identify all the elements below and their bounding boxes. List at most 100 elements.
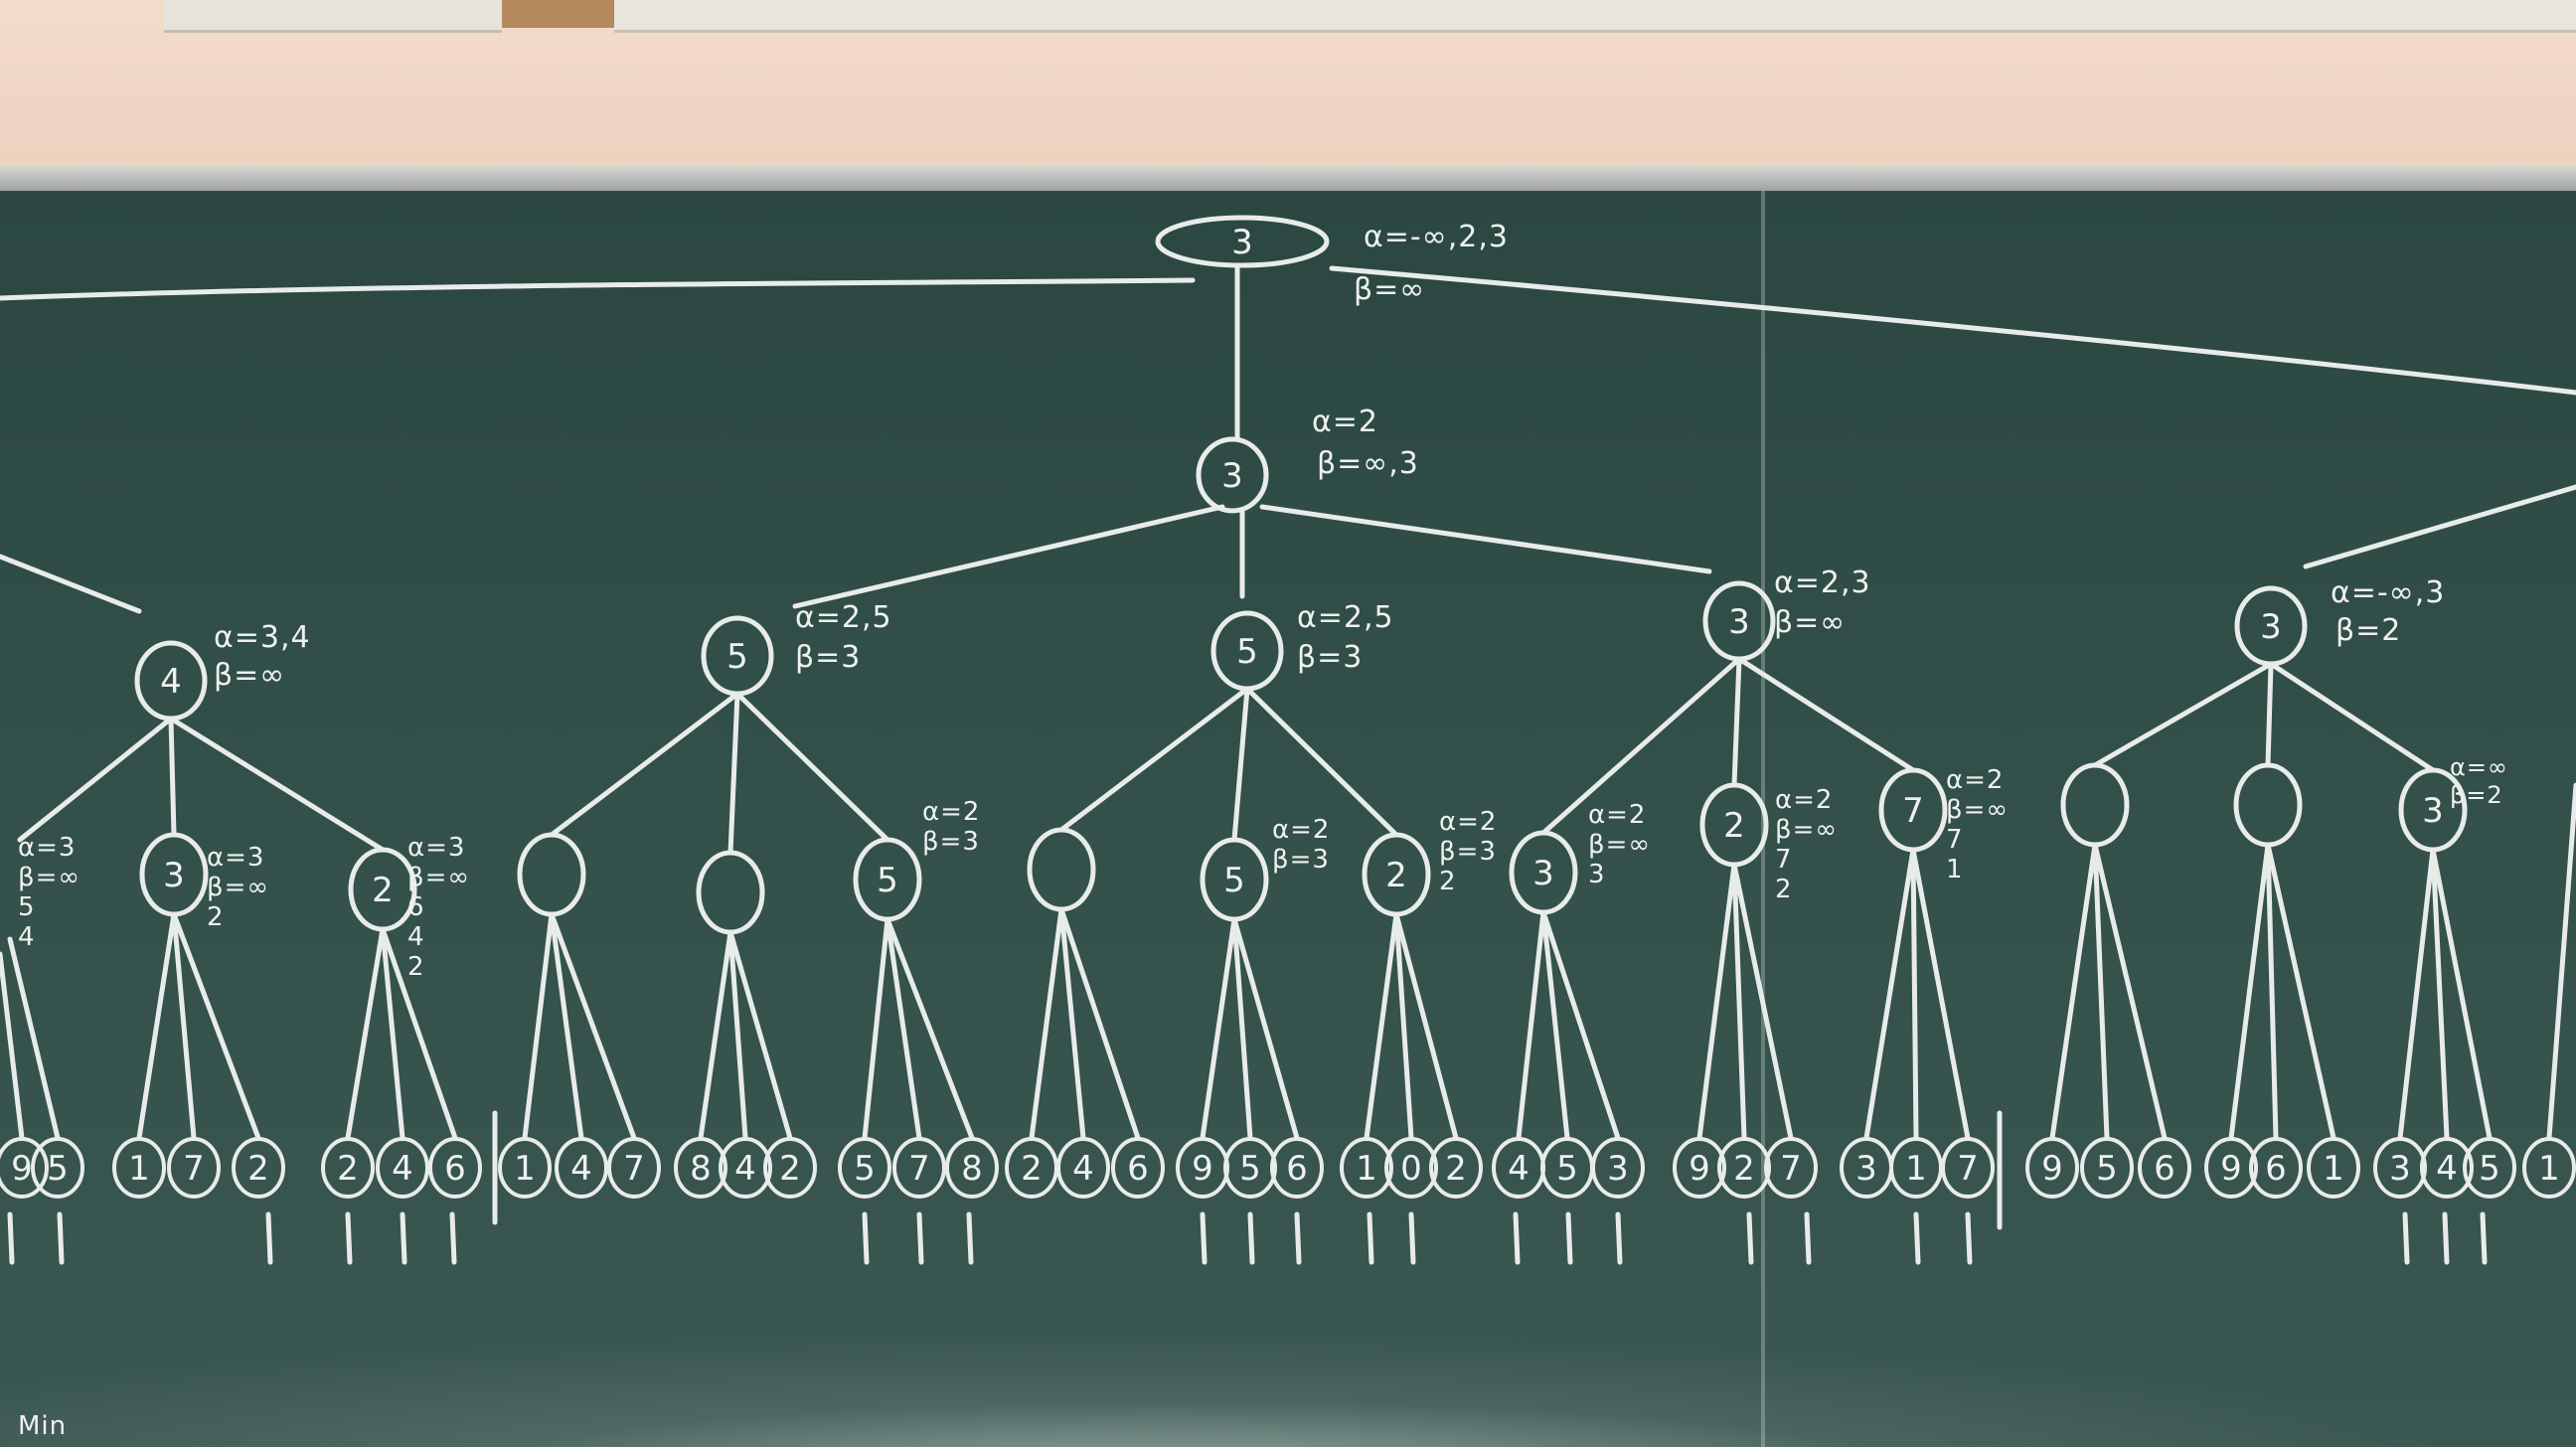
- leaf-node-5: [232, 1137, 285, 1199]
- leaf-value-33: 3: [1855, 1149, 1877, 1189]
- leaf-value-12: 8: [690, 1149, 712, 1189]
- edge-to-min-1: [168, 716, 177, 838]
- leaf-node-16: [892, 1137, 946, 1199]
- leaf-value-8: 6: [444, 1149, 466, 1189]
- leaf-value-7: 4: [392, 1149, 413, 1189]
- n1-alpha: α=3,4: [214, 620, 311, 655]
- min-node-14-value: 3: [2422, 791, 2444, 831]
- edge-to-leaf-24: [1364, 911, 1399, 1141]
- leaf-value-25: 0: [1400, 1149, 1422, 1189]
- edge-to-leaf-14: [727, 929, 793, 1141]
- projector-screen-housing: [614, 0, 2576, 33]
- leaf-value-11: 7: [623, 1149, 645, 1189]
- leaf-value-23: 6: [1286, 1149, 1308, 1189]
- tally-mark-18: [1746, 1211, 1754, 1265]
- n3-beta: β=3: [1297, 640, 1364, 675]
- leaf-value-13: 4: [734, 1149, 756, 1189]
- edge-to-leaf-44: [2430, 847, 2493, 1141]
- tally-mark-1: [7, 1211, 15, 1265]
- min-node-6: [1027, 827, 1096, 912]
- chalkboard: [0, 191, 2576, 1447]
- edge-min-n2: [792, 504, 1225, 609]
- leaf-value-24: 1: [1356, 1149, 1377, 1189]
- leaf-value-41: 1: [2323, 1149, 2344, 1189]
- leaf-node-10: [555, 1137, 608, 1199]
- edge-to-leaf-16: [885, 916, 922, 1141]
- min-node-8-value: 2: [1385, 856, 1407, 895]
- leaf-node-14: [763, 1137, 817, 1199]
- leaf-value-37: 5: [2096, 1149, 2118, 1189]
- leaf-value-4: 7: [183, 1149, 205, 1189]
- max-node-5-value: 3: [2260, 607, 2282, 647]
- tally-mark-7: [862, 1211, 870, 1265]
- leaf-node-20: [1111, 1137, 1165, 1199]
- board-seam: [1761, 191, 1765, 1447]
- n2-alpha: α=2,5: [795, 600, 892, 635]
- tally-mark-14: [1408, 1211, 1416, 1265]
- edge-to-leaf-30: [1696, 862, 1737, 1141]
- min-node: [1196, 436, 1269, 514]
- leaf-value-32: 7: [1780, 1149, 1802, 1189]
- leaf-node-43: [2420, 1137, 2474, 1199]
- leaf-node-45: [2522, 1137, 2576, 1199]
- edge-to-leaf-5: [171, 911, 261, 1141]
- leaf-value-1: 9: [11, 1149, 33, 1189]
- leaf-value-39: 9: [2220, 1149, 2242, 1189]
- edge-to-leaf-10: [549, 911, 584, 1141]
- min-alpha: α=2: [1312, 404, 1378, 439]
- edge-to-min-10: [1731, 656, 1742, 788]
- edge-to-leaf-17: [885, 916, 975, 1141]
- tally-mark-5: [400, 1211, 407, 1265]
- edge-to-leaf-15: [862, 916, 890, 1141]
- edge-to-min-2: [168, 716, 386, 853]
- leaf-node-3: [112, 1137, 166, 1199]
- tally-mark-2: [57, 1211, 65, 1265]
- root-node-value: 3: [1231, 223, 1253, 262]
- leaf-node-15: [838, 1137, 891, 1199]
- tally-mark-20: [1913, 1211, 1921, 1265]
- leaf-node-37: [2080, 1137, 2134, 1199]
- leaf-note-c: α=3 β=∞ 6 4 2: [407, 833, 471, 982]
- leaf-value-14: 2: [779, 1149, 801, 1189]
- edge-to-min-12: [2092, 661, 2274, 768]
- edge-min-n4: [1259, 504, 1712, 574]
- min-node-3: [517, 832, 586, 917]
- chalk-tray: [0, 165, 2576, 191]
- edge-to-leaf-12: [698, 929, 733, 1141]
- edge-to-leaf-9: [522, 911, 555, 1141]
- leaf-value-28: 5: [1556, 1149, 1578, 1189]
- bottom-left-label: Min: [18, 1411, 68, 1441]
- tally-mark-13: [1367, 1211, 1374, 1265]
- leaf-value-22: 5: [1239, 1149, 1261, 1189]
- tally-mark-6: [449, 1211, 457, 1265]
- leaf-node-11: [607, 1137, 661, 1199]
- leaf-node-31: [1717, 1137, 1771, 1199]
- leaf-value-42: 3: [2389, 1149, 2411, 1189]
- min-node-4: [696, 850, 765, 935]
- leaf-value-3: 1: [128, 1149, 150, 1189]
- leaf-value-19: 4: [1072, 1149, 1094, 1189]
- leaf-node-32: [1764, 1137, 1818, 1199]
- edge-to-leaf-38: [2092, 842, 2168, 1141]
- edge-to-min-13: [2265, 661, 2274, 768]
- edge-to-leaf-34: [1910, 847, 1919, 1141]
- max-node-3-value: 5: [1236, 632, 1258, 672]
- n3-alpha: α=2,5: [1297, 600, 1394, 635]
- min-node-2-value: 2: [372, 871, 394, 910]
- max-node-1-value: 4: [160, 662, 182, 702]
- min-node-12: [2060, 762, 2130, 848]
- n5-alpha: α=-∞,3: [2331, 575, 2446, 610]
- leaf-node-9: [498, 1137, 552, 1199]
- tally-mark-11: [1247, 1211, 1255, 1265]
- leaf-value-43: 4: [2436, 1149, 2458, 1189]
- leaf-note-b: α=3 β=∞ 2: [207, 843, 270, 932]
- edge-partial-leaf-2: [7, 936, 61, 1141]
- leaf-value-5: 2: [247, 1149, 269, 1189]
- edge-to-min-5: [734, 691, 890, 843]
- edge-partial-left: [17, 716, 174, 843]
- edge-root-right: [1329, 265, 2576, 396]
- edge-to-leaf-19: [1058, 906, 1086, 1141]
- tally-mark-22: [2402, 1211, 2410, 1265]
- leaf-node-17: [945, 1137, 999, 1199]
